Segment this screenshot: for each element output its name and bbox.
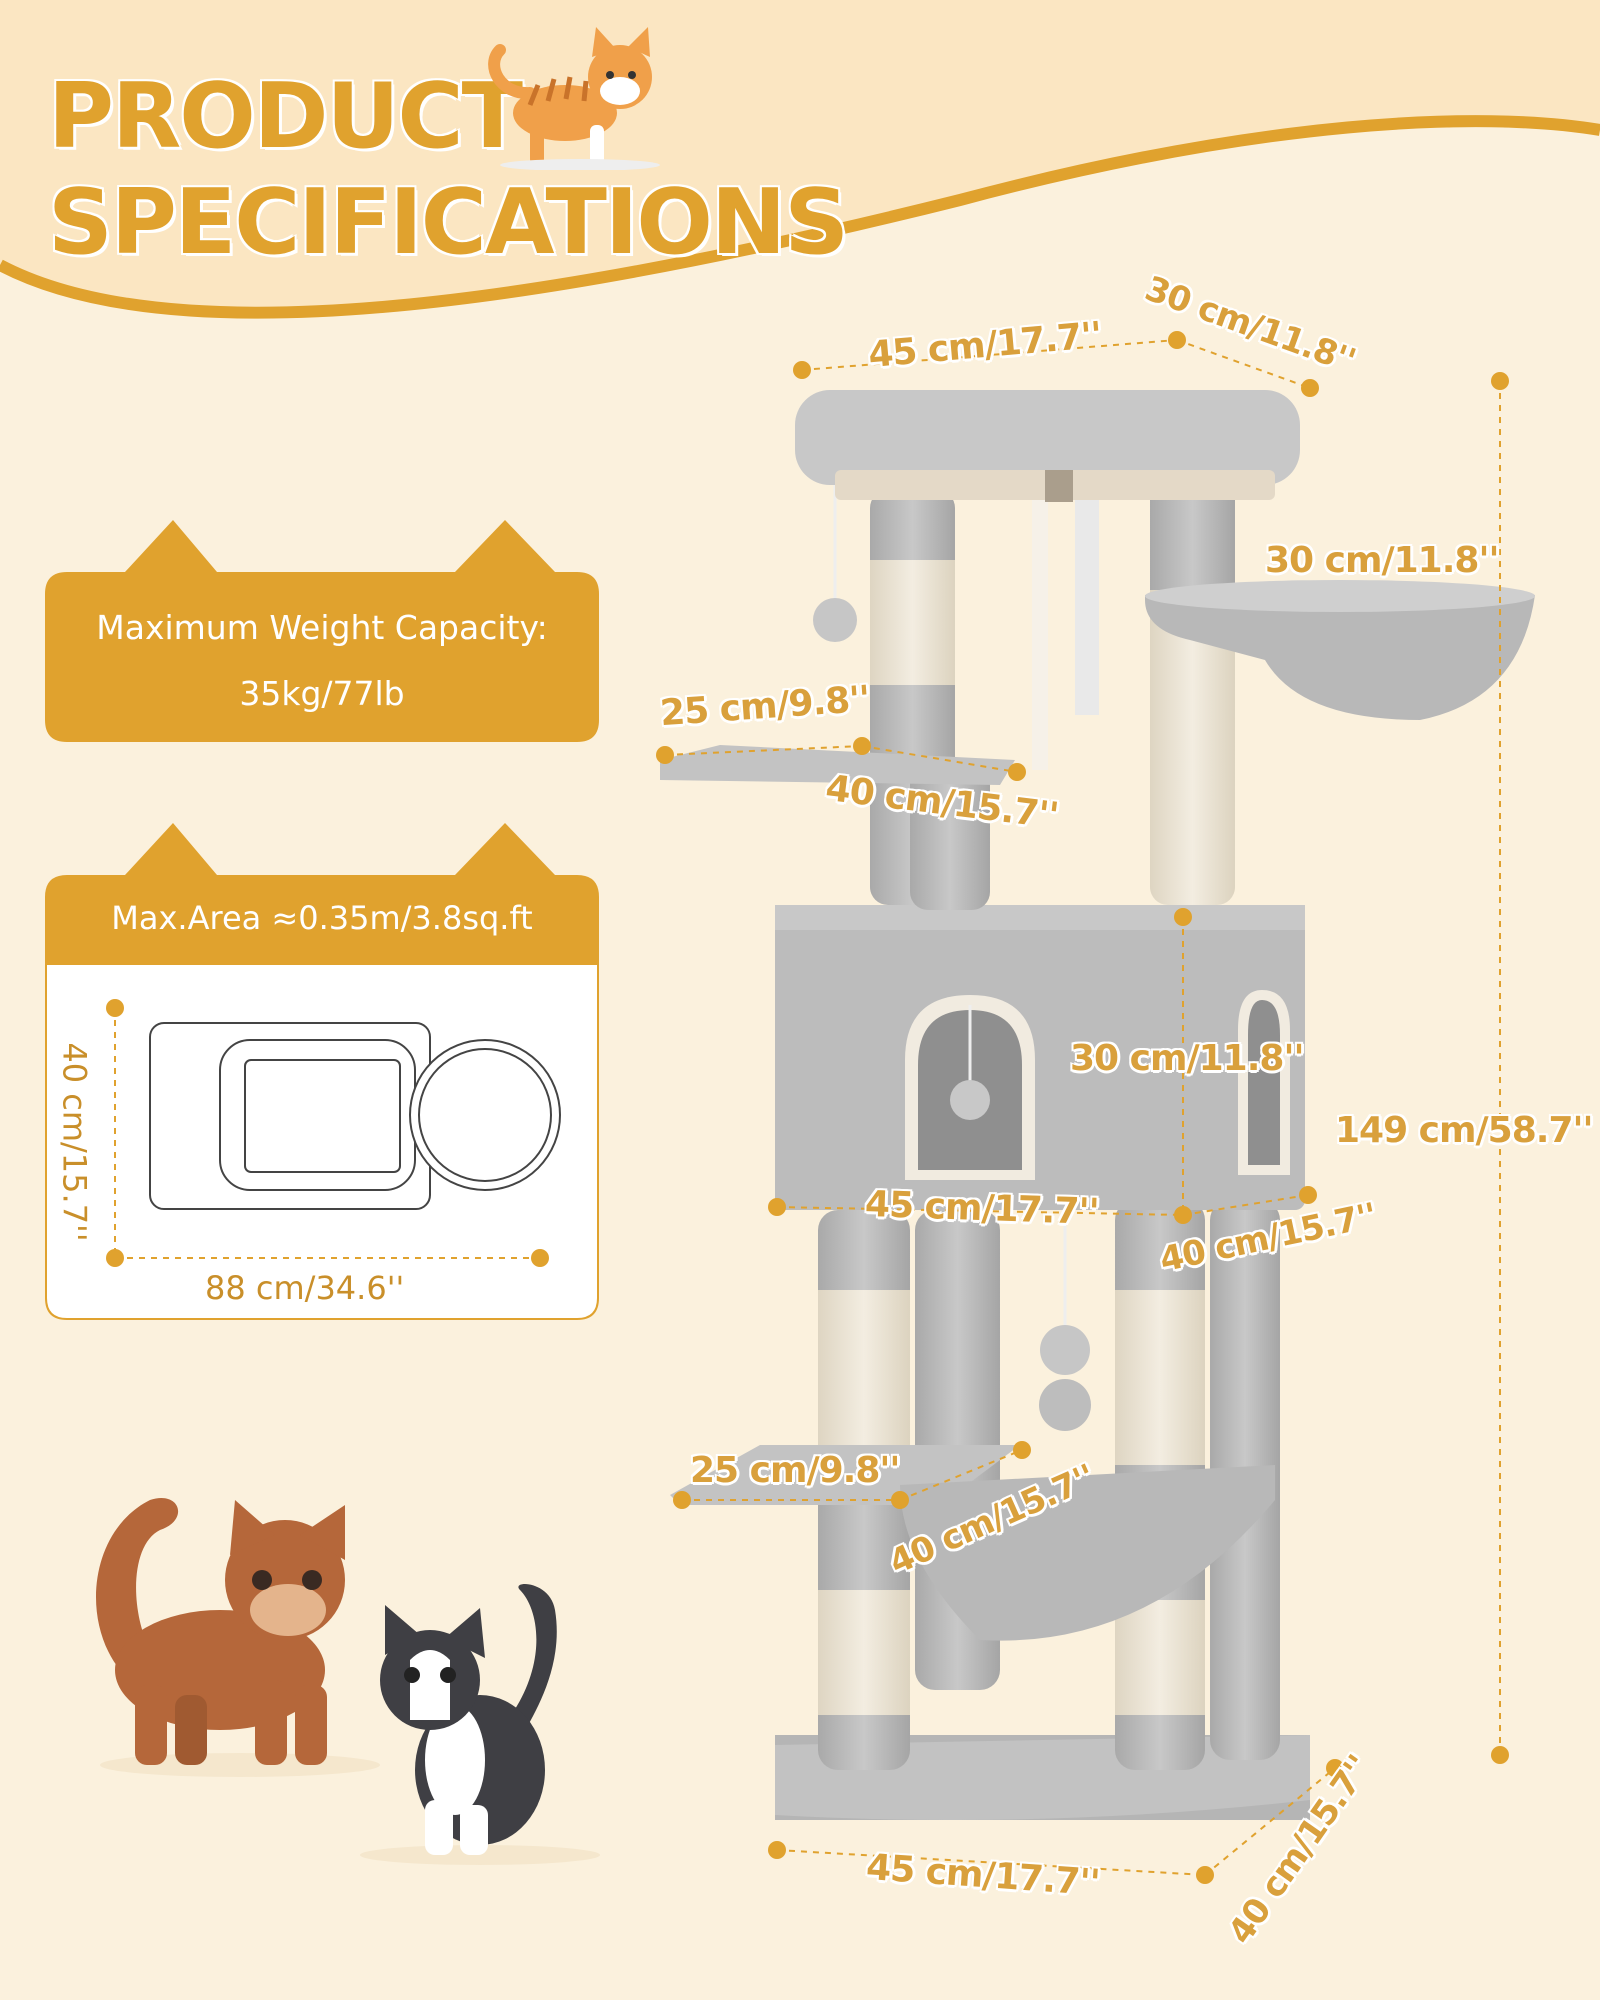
top-perch-dimension-lines bbox=[793, 331, 1319, 397]
dim-basket-width: 30 cm/11.8'' bbox=[1265, 540, 1499, 581]
weight-capacity-label: Maximum Weight Capacity: bbox=[96, 608, 548, 647]
dim-total-height: 149 cm/58.7'' bbox=[1335, 1110, 1594, 1151]
cat-tree-illustration bbox=[660, 390, 1535, 1820]
lower-step-dimension-lines bbox=[673, 1441, 1031, 1509]
condo-dimension-lines bbox=[768, 908, 1317, 1224]
weight-capacity-badge: Maximum Weight Capacity: 35kg/77lb bbox=[45, 520, 599, 742]
weight-capacity-value: 35kg/77lb bbox=[239, 674, 405, 713]
header-wave bbox=[0, 0, 1600, 319]
base-dimension-lines bbox=[768, 1759, 1344, 1884]
area-width-label: 88 cm/34.6'' bbox=[205, 1269, 405, 1307]
max-area-label: Max.Area ≈0.35m/3.8sq.ft bbox=[111, 899, 533, 937]
upper-step-dimension-lines bbox=[656, 737, 1026, 781]
dim-condo-width: 45 cm/17.7'' bbox=[864, 1183, 1100, 1234]
dim-condo-height: 30 cm/11.8'' bbox=[1070, 1038, 1304, 1079]
max-area-badge: Max.Area ≈0.35m/3.8sq.ft 40 cm/15.7'' 88… bbox=[45, 823, 599, 1320]
height-dimension-line bbox=[1491, 372, 1509, 1764]
cats-illustration bbox=[96, 1497, 600, 1865]
page-title-line2: SPECIFICATIONS bbox=[48, 170, 849, 275]
orange-cat-illustration bbox=[488, 27, 660, 170]
dim-lower-step-depth: 25 cm/9.8'' bbox=[690, 1450, 900, 1491]
page-title-line1: PRODUCT bbox=[48, 64, 523, 169]
area-depth-label: 40 cm/15.7'' bbox=[55, 1042, 94, 1242]
